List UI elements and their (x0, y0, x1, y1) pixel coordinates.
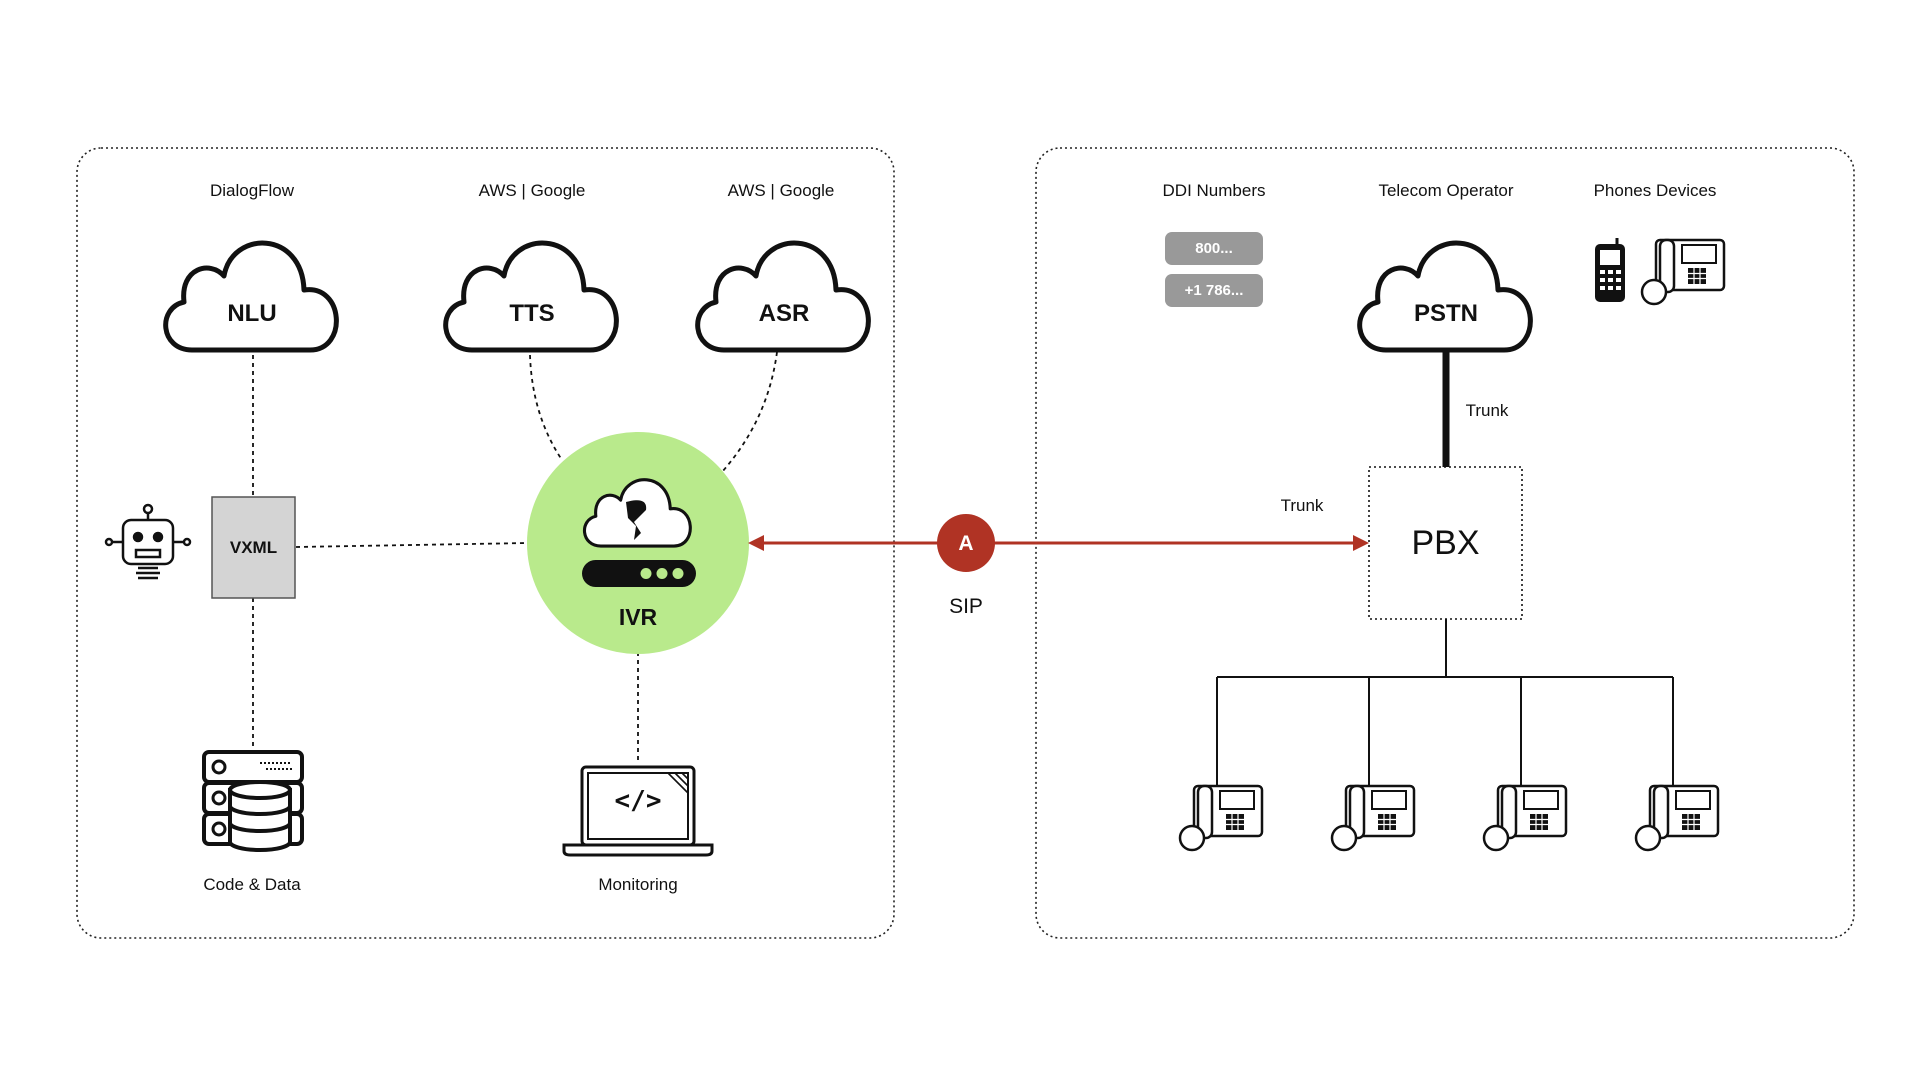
nlu-label: NLU (227, 300, 277, 327)
left-panel (76, 147, 895, 939)
sip-badge-label[interactable]: A (958, 532, 974, 555)
ddi-number-pill[interactable]: 800... (1165, 232, 1263, 265)
ddi-number-pill[interactable]: +1 786... (1165, 274, 1263, 307)
nlu-provider-label: DialogFlow (209, 181, 295, 200)
telecom-operator-title: Telecom Operator (1378, 181, 1514, 200)
trunk-label-upper: Trunk (1465, 401, 1509, 420)
ivr-led-icon (640, 568, 652, 579)
robot-icon (104, 503, 192, 580)
ddi-numbers-title: DDI Numbers (1162, 181, 1266, 200)
extension-phone-icon (1482, 784, 1568, 852)
sip-badge[interactable] (937, 514, 995, 572)
pstn-cloud (1360, 243, 1531, 350)
code-glyph: </> (614, 786, 662, 816)
vxml-label: VXML (229, 537, 278, 557)
extension-phone-icon (1178, 784, 1264, 852)
ivr-led-icon (656, 568, 668, 579)
pbx-box[interactable] (1368, 466, 1523, 620)
vxml-box (211, 496, 296, 599)
sip-label: SIP (949, 595, 983, 618)
database-icon (202, 750, 304, 852)
nlu-cloud (166, 243, 337, 350)
asr-cloud (698, 243, 869, 350)
mobile-phone-icon (1595, 238, 1625, 302)
desk-phone-icon (1640, 238, 1726, 306)
sip-arrow-left (748, 535, 764, 551)
pstn-label: PSTN (1413, 300, 1479, 327)
tts-provider-label: AWS | Google (478, 181, 586, 200)
extension-phone-icon (1330, 784, 1416, 852)
ivr-led-icon (672, 568, 684, 579)
extension-tree (1216, 619, 1674, 790)
ivr-device-bar (582, 560, 696, 587)
tts-ivr-connector (529, 354, 563, 461)
asr-label: ASR (758, 300, 810, 327)
extension-phone-icon (1634, 784, 1720, 852)
asr-ivr-connector (721, 351, 778, 473)
trunk-label-lower: Trunk (1280, 496, 1324, 515)
pbx-label[interactable]: PBX (1411, 523, 1480, 562)
vxml-ivr-connector (295, 542, 529, 548)
monitoring-label: Monitoring (598, 875, 678, 894)
asr-provider-label: AWS | Google (727, 181, 835, 200)
tts-label: TTS (509, 300, 555, 327)
sip-arrow-right (1353, 535, 1369, 551)
ivr-lightning-icon (626, 500, 647, 540)
ivr-label: IVR (618, 604, 658, 630)
phones-devices-title: Phones Devices (1593, 181, 1717, 200)
tts-cloud (446, 243, 617, 350)
code-data-label: Code & Data (203, 875, 301, 894)
laptop-icon (562, 765, 714, 857)
